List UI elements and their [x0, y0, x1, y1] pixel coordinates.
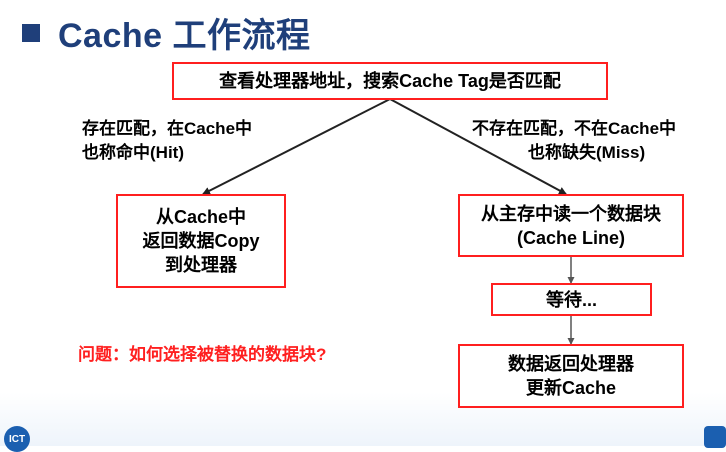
check-address-text: 查看处理器地址，搜索Cache Tag是否匹配 — [219, 71, 561, 91]
check-address-box: 查看处理器地址，搜索Cache Tag是否匹配 — [172, 62, 608, 100]
hit-return-line1: 从Cache中 — [155, 207, 247, 227]
arrow-to-miss — [389, 98, 567, 195]
hit-label-line2: 也称命中(Hit) — [82, 143, 184, 162]
read-block-box: 从主存中读一个数据块 (Cache Line) — [458, 194, 684, 257]
read-block-line1: 从主存中读一个数据块 — [481, 203, 661, 224]
title-bullet-icon — [22, 23, 40, 42]
arrow-to-hit — [202, 98, 391, 195]
return-update-line2: 更新Cache — [525, 378, 617, 398]
wait-box: 等待... — [491, 283, 652, 316]
hit-return-line3: 到处理器 — [165, 255, 237, 275]
hit-label-line1: 存在匹配，在Cache中 — [82, 119, 253, 138]
question-text: 问题：如何选择被替换的数据块? — [78, 345, 327, 364]
miss-label-line1: 不存在匹配，不在Cache中 — [472, 119, 677, 138]
return-update-box: 数据返回处理器 更新Cache — [458, 344, 684, 408]
return-update-line1: 数据返回处理器 — [508, 354, 634, 374]
hit-label: 存在匹配，在Cache中 也称命中(Hit) — [82, 117, 252, 165]
page-title: Cache 工作流程 — [58, 17, 311, 55]
hit-return-box: 从Cache中 返回数据Copy 到处理器 — [116, 194, 286, 288]
miss-label: 不存在匹配，不在Cache中 也称缺失(Miss) — [472, 117, 676, 165]
miss-label-line2: 也称缺失(Miss) — [528, 143, 646, 162]
hit-return-line2: 返回数据Copy — [142, 231, 260, 251]
corner-logo-icon — [704, 426, 726, 448]
read-block-line2: (Cache Line) — [516, 227, 626, 248]
institute-logo-icon: ICT — [4, 426, 30, 452]
wait-text: 等待... — [545, 289, 597, 310]
title-bar: Cache 工作流程 — [22, 8, 311, 57]
